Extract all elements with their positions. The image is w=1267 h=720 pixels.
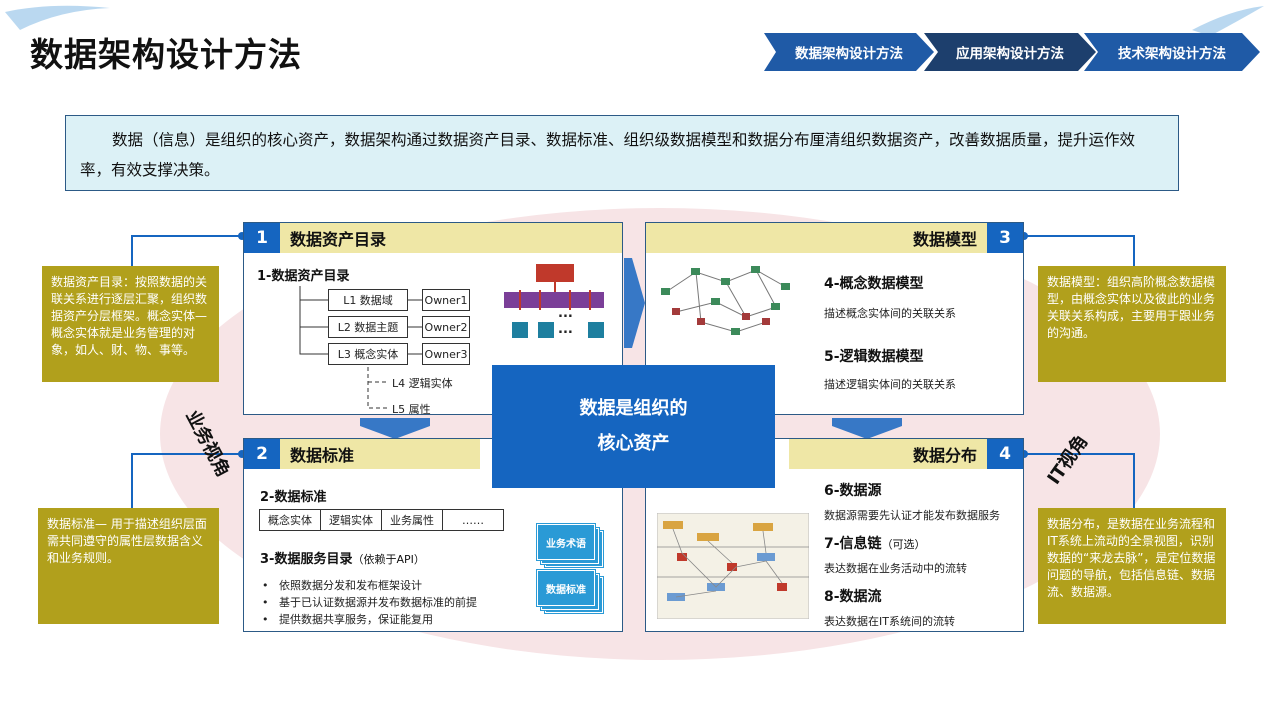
corner-swoosh-left (5, 5, 110, 30)
service-bullet-2: • 基于已认证数据源并发布数据标准的前提 (262, 596, 477, 609)
service-bullet-1: • 依照数据分发和发布框架设计 (262, 579, 422, 592)
catalog-level-l2: L2 数据主题 (328, 316, 408, 338)
service-catalog-title-text: 3-数据服务目录 (260, 552, 353, 567)
model-item-1-desc: 描述概念实体间的关联关系 (824, 307, 956, 320)
core-line-1: 数据是组织的 (579, 398, 688, 419)
hierarchy-icon (504, 264, 604, 338)
service-catalog-note: （依赖于API） (352, 553, 425, 566)
panel4-number: 4 (987, 439, 1023, 469)
service-bullet-3: • 提供数据共享服务，保证能复用 (262, 613, 433, 626)
page-title: 数据架构设计方法 (30, 35, 302, 74)
catalog-level-l4: L4 逻辑实体 (392, 377, 453, 390)
dist-item-2-desc: 表达数据在业务活动中的流转 (824, 562, 967, 575)
note-data-model: 数据模型：组织高阶概念数据模型，由概念实体以及彼此的业务关联关系构成，主要用于跟… (1038, 266, 1226, 382)
panel2-header: 数据标准 (280, 439, 480, 469)
panel3-title: 数据模型 (912, 230, 977, 249)
note-data-distribution: 数据分布，是数据在业务流程和IT系统上流动的全景视图，识别数据的“来龙去脉”，是… (1038, 508, 1226, 624)
catalog-owner-3: Owner3 (422, 343, 470, 365)
dist-item-1-desc: 数据源需要先认证才能发布数据服务 (824, 509, 1000, 522)
intro-text: 数据（信息）是组织的核心资产，数据架构通过数据资产目录、数据标准、组织级数据模型… (65, 115, 1179, 191)
dist-item-2-title: 7-信息链（可选） (824, 533, 926, 553)
model-item-1-title: 4-概念数据模型 (824, 276, 924, 292)
catalog-level-l1: L1 数据域 (328, 289, 408, 311)
hierarchy-ellipsis-2: ... (558, 322, 573, 337)
dist-item-3-desc: 表达数据在IT系统间的流转 (824, 615, 955, 628)
data-flow-diagram-icon (657, 513, 809, 619)
nav-step-app-arch[interactable]: 应用架构设计方法 (924, 33, 1096, 71)
std-cell-2: 逻辑实体 (320, 509, 382, 531)
std-cell-4: …… (442, 509, 504, 531)
panel1-number: 1 (244, 223, 280, 253)
panel3-header: 数据模型 (646, 223, 987, 253)
catalog-level-l3: L3 概念实体 (328, 343, 408, 365)
dist-item-3-title: 8-数据流 (824, 589, 882, 605)
service-catalog-title: 3-数据服务目录（依赖于API） (260, 548, 425, 567)
nav-step-data-arch[interactable]: 数据架构设计方法 (764, 33, 934, 71)
arrow-right-top (624, 258, 645, 348)
panel4-title: 数据分布 (912, 446, 977, 465)
panel2-number: 2 (244, 439, 280, 469)
dist-item-2-note: （可选） (881, 538, 926, 551)
arrow-down-right (832, 418, 902, 439)
std-cell-1: 概念实体 (259, 509, 321, 531)
stack-business-term: 业务术语 (537, 524, 595, 560)
panel2-subtitle: 2-数据标准 (260, 490, 327, 505)
hierarchy-ellipsis-1: ... (558, 306, 573, 321)
core-line-2: 核心资产 (597, 433, 670, 454)
dist-item-1-title: 6-数据源 (824, 483, 882, 499)
arrow-down-left (360, 418, 430, 439)
catalog-level-l5: L5 属性 (392, 403, 431, 416)
note-asset-catalog: 数据资产目录：按照数据的关联关系进行逐层汇聚，组织数据资产分层框架。概念实体—概… (42, 266, 219, 382)
catalog-owner-2: Owner2 (422, 316, 470, 338)
dist-item-2-title-text: 7-信息链 (824, 536, 882, 552)
panel2-title: 数据标准 (290, 446, 355, 465)
panel1-title: 数据资产目录 (290, 230, 387, 249)
panel1-subtitle: 1-数据资产目录 (257, 269, 350, 284)
stack-data-standard: 数据标准 (537, 570, 595, 606)
corner-swoosh-right (1192, 6, 1264, 36)
conceptual-model-diagram-icon (661, 266, 790, 335)
model-item-2-desc: 描述逻辑实体间的关联关系 (824, 378, 956, 391)
catalog-owner-1: Owner1 (422, 289, 470, 311)
model-item-2-title: 5-逻辑数据模型 (824, 349, 924, 365)
panel1-header: 数据资产目录 (280, 223, 622, 253)
catalog-tree-lines (299, 286, 422, 409)
core-asset-box: 数据是组织的 核心资产 (492, 365, 775, 488)
nav-step-tech-arch[interactable]: 技术架构设计方法 (1084, 33, 1260, 71)
panel3-number: 3 (987, 223, 1023, 253)
std-cell-3: 业务属性 (381, 509, 443, 531)
note-data-standard: 数据标准— 用于描述组织层面需共同遵守的属性层数据含义和业务规则。 (38, 508, 219, 624)
panel4-header: 数据分布 (789, 439, 987, 469)
